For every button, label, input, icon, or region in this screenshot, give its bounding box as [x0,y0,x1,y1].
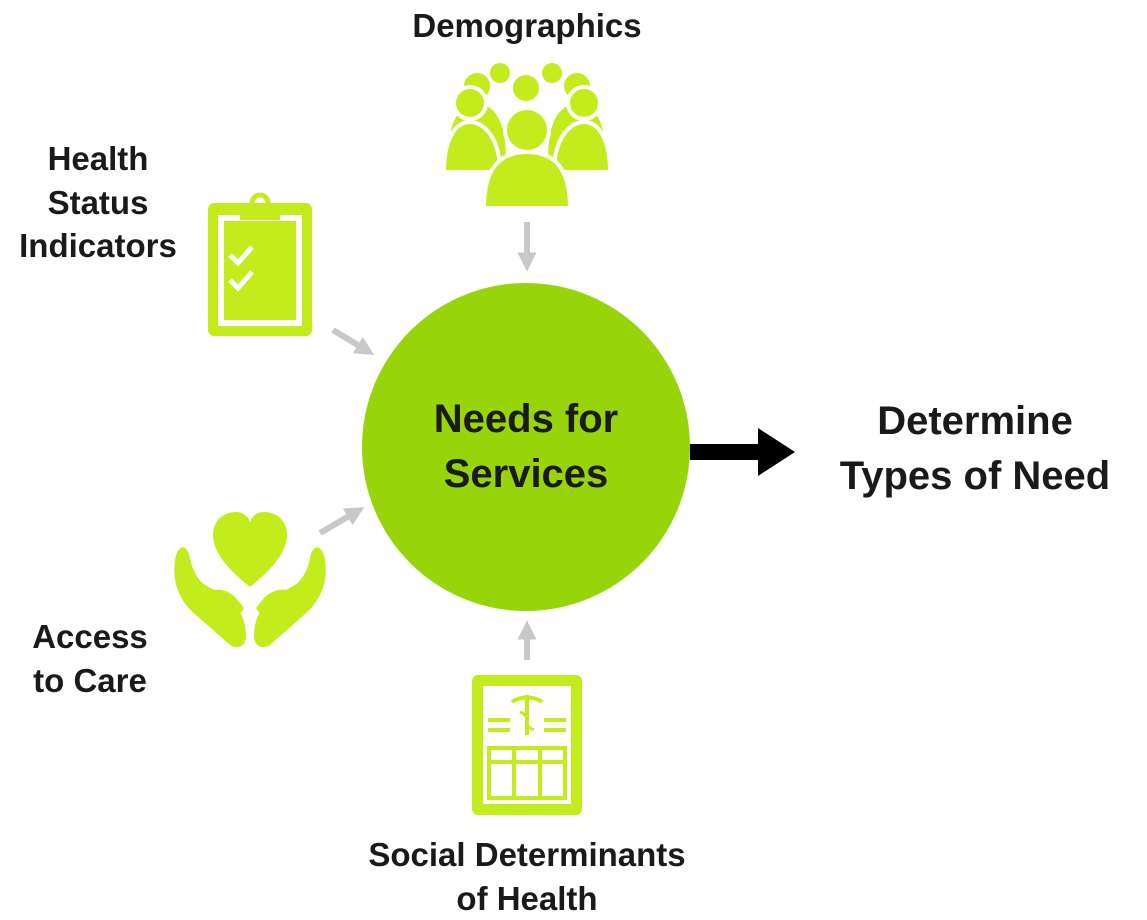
label-demographics-line1: Demographics [412,7,642,44]
label-social-line1: Social Determinants [368,836,686,873]
needs-for-services-circle: Needs for Services [362,283,690,611]
label-health-status-indicators: Health Status Indicators [0,137,196,268]
heart-hands-icon [174,512,326,648]
label-social-determinants: Social Determinants of Health [287,833,767,920]
label-access-to-care: Access to Care [10,615,170,702]
label-demographics: Demographics [327,6,727,46]
arrow-health-status [331,327,375,355]
arrow-access [318,507,365,536]
output-line2: Types of Need [839,454,1111,499]
label-access-line2: to Care [33,661,147,699]
medical-document-icon [472,675,582,815]
center-line2: Services [443,452,609,496]
center-line1: Needs for [433,396,619,441]
label-determine-types-of-need: Determine Types of Need [800,394,1147,504]
arrow-output [690,428,795,476]
clipboard-check-icon [208,192,312,336]
label-social-line2: of Health [456,879,598,917]
label-health-line1: Health [47,140,149,177]
label-health-line3: Indicators [19,227,177,265]
people-group-icon [441,63,613,210]
output-line1: Determine [877,399,1073,443]
label-access-line1: Access [32,618,148,655]
label-health-line2: Status [47,183,149,221]
